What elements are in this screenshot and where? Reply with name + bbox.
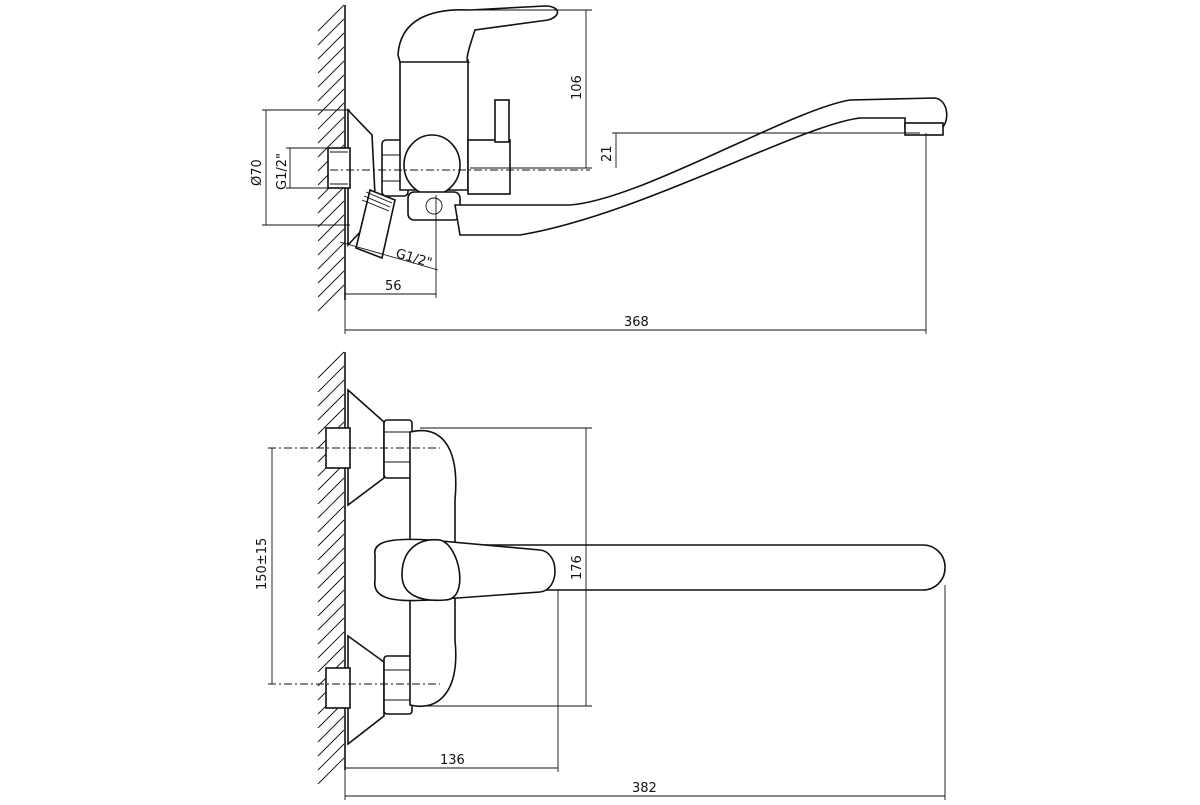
- dim-thread-shower: G1/2": [339, 241, 439, 271]
- dim-thread-inlet: G1/2": [275, 147, 330, 190]
- hatch-line: [317, 743, 345, 771]
- hatch-line: [317, 88, 345, 116]
- hatch-line: [317, 18, 345, 46]
- dim-spout-offset: 21: [600, 132, 920, 168]
- inlet-thread: [327, 147, 351, 189]
- dim-total-length-top: 368: [344, 133, 927, 334]
- hatch-line: [317, 533, 345, 561]
- dim-total-length-bottom-label: 382: [632, 781, 657, 796]
- spout-ring: [407, 191, 461, 221]
- dim-thread-inlet-label: G1/2": [275, 153, 290, 190]
- lower-flange: [347, 634, 385, 746]
- hatch-line: [317, 379, 345, 407]
- hatch-line: [317, 74, 345, 102]
- hatch-line: [317, 214, 345, 242]
- dim-body-height: 176: [420, 427, 592, 707]
- hatch-line: [317, 284, 345, 312]
- hatch-line: [317, 351, 345, 379]
- hatch-line: [317, 256, 345, 284]
- hatch-line: [317, 757, 345, 785]
- hatch-line: [317, 130, 345, 158]
- hatch-line: [317, 242, 345, 270]
- hatch-line: [317, 32, 345, 60]
- hatch-line: [317, 116, 345, 144]
- spout: [454, 97, 948, 236]
- dim-height-handle-label: 106: [570, 75, 585, 100]
- hatch-line: [317, 491, 345, 519]
- dim-body-height-label: 176: [570, 555, 585, 580]
- hatch-line: [317, 365, 345, 393]
- lower-inlet-thread: [325, 667, 351, 709]
- hatch-line: [317, 228, 345, 256]
- hatch-line: [317, 200, 345, 228]
- hatch-line: [317, 603, 345, 631]
- hatch-line: [317, 631, 345, 659]
- lever-handle: [397, 5, 559, 63]
- hatch-line: [317, 505, 345, 533]
- hatch-line: [317, 477, 345, 505]
- upper-flange: [347, 388, 385, 507]
- diverter-knob: [467, 139, 511, 195]
- dim-diameter: Ø70: [250, 109, 350, 226]
- dim-thread-shower-label: G1/2": [394, 246, 434, 271]
- dim-inlet-spacing-label: 150±15: [255, 538, 270, 590]
- side-view: Ø70 G1/2" G1/2" 106 21: [250, 4, 948, 334]
- body-bulge: [403, 134, 461, 196]
- hatch-line: [317, 102, 345, 130]
- hatch-line: [317, 407, 345, 435]
- dim-inlet-spacing: 150±15: [255, 448, 273, 684]
- hatch-line: [317, 715, 345, 743]
- diverter-stem: [494, 99, 510, 143]
- hatch-line: [317, 547, 345, 575]
- hatch-line: [317, 46, 345, 74]
- dim-wall-to-axis-label: 136: [440, 753, 465, 768]
- dim-total-length-bottom: 382: [344, 585, 946, 800]
- hatch-line: [317, 186, 345, 214]
- dim-diameter-label: Ø70: [250, 159, 265, 186]
- hatch-line: [317, 519, 345, 547]
- aerator: [904, 122, 944, 136]
- dim-spout-offset-label: 21: [600, 145, 615, 162]
- hatch-line: [317, 729, 345, 757]
- dim-total-length-top-label: 368: [624, 315, 649, 330]
- front-handle-cap: [401, 538, 461, 602]
- hatch-line: [317, 589, 345, 617]
- dim-height-handle: 106: [470, 9, 592, 169]
- hatch-line: [317, 561, 345, 589]
- hatch-line: [317, 617, 345, 645]
- lower-nut: [383, 655, 413, 715]
- upper-nut: [383, 419, 413, 479]
- hatch-line: [317, 645, 345, 673]
- hatch-line: [317, 270, 345, 298]
- dim-wall-to-body-label: 56: [385, 279, 402, 294]
- front-view: 150±15 176 136 382: [255, 351, 946, 800]
- hatch-line: [317, 393, 345, 421]
- shower-outlet: [355, 188, 396, 260]
- wall-hatch-bottom: [317, 351, 346, 785]
- dim-wall-to-axis: 136: [345, 590, 559, 772]
- dim-wall-to-body: 56: [345, 195, 437, 298]
- hatch-line: [317, 60, 345, 88]
- hatch-line: [317, 575, 345, 603]
- hatch-line: [317, 4, 345, 32]
